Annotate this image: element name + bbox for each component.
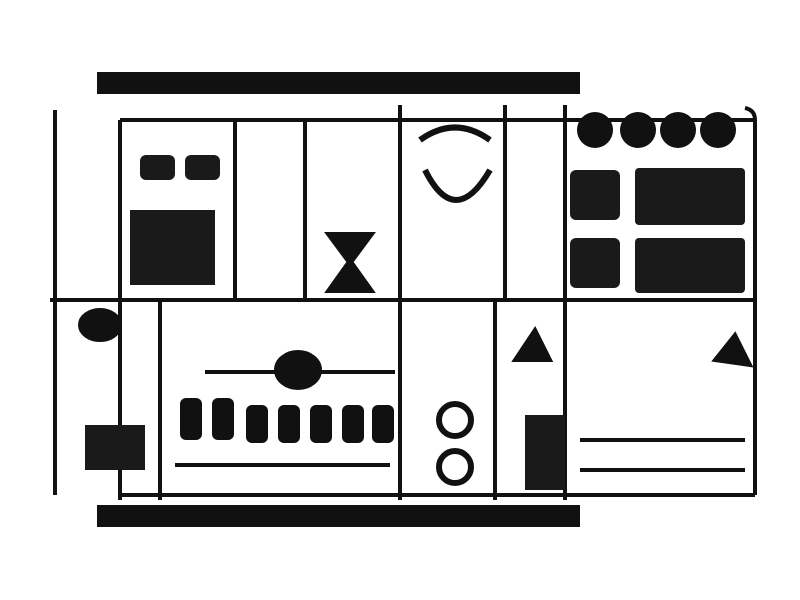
- axles: [78, 308, 754, 472]
- wheels: [577, 112, 736, 148]
- sprue-runners: [50, 105, 758, 500]
- panels: [85, 155, 745, 490]
- chassis-rails: [97, 72, 580, 527]
- cylinders: [180, 398, 394, 443]
- fenders: [324, 124, 493, 293]
- hub-rings: [436, 401, 474, 486]
